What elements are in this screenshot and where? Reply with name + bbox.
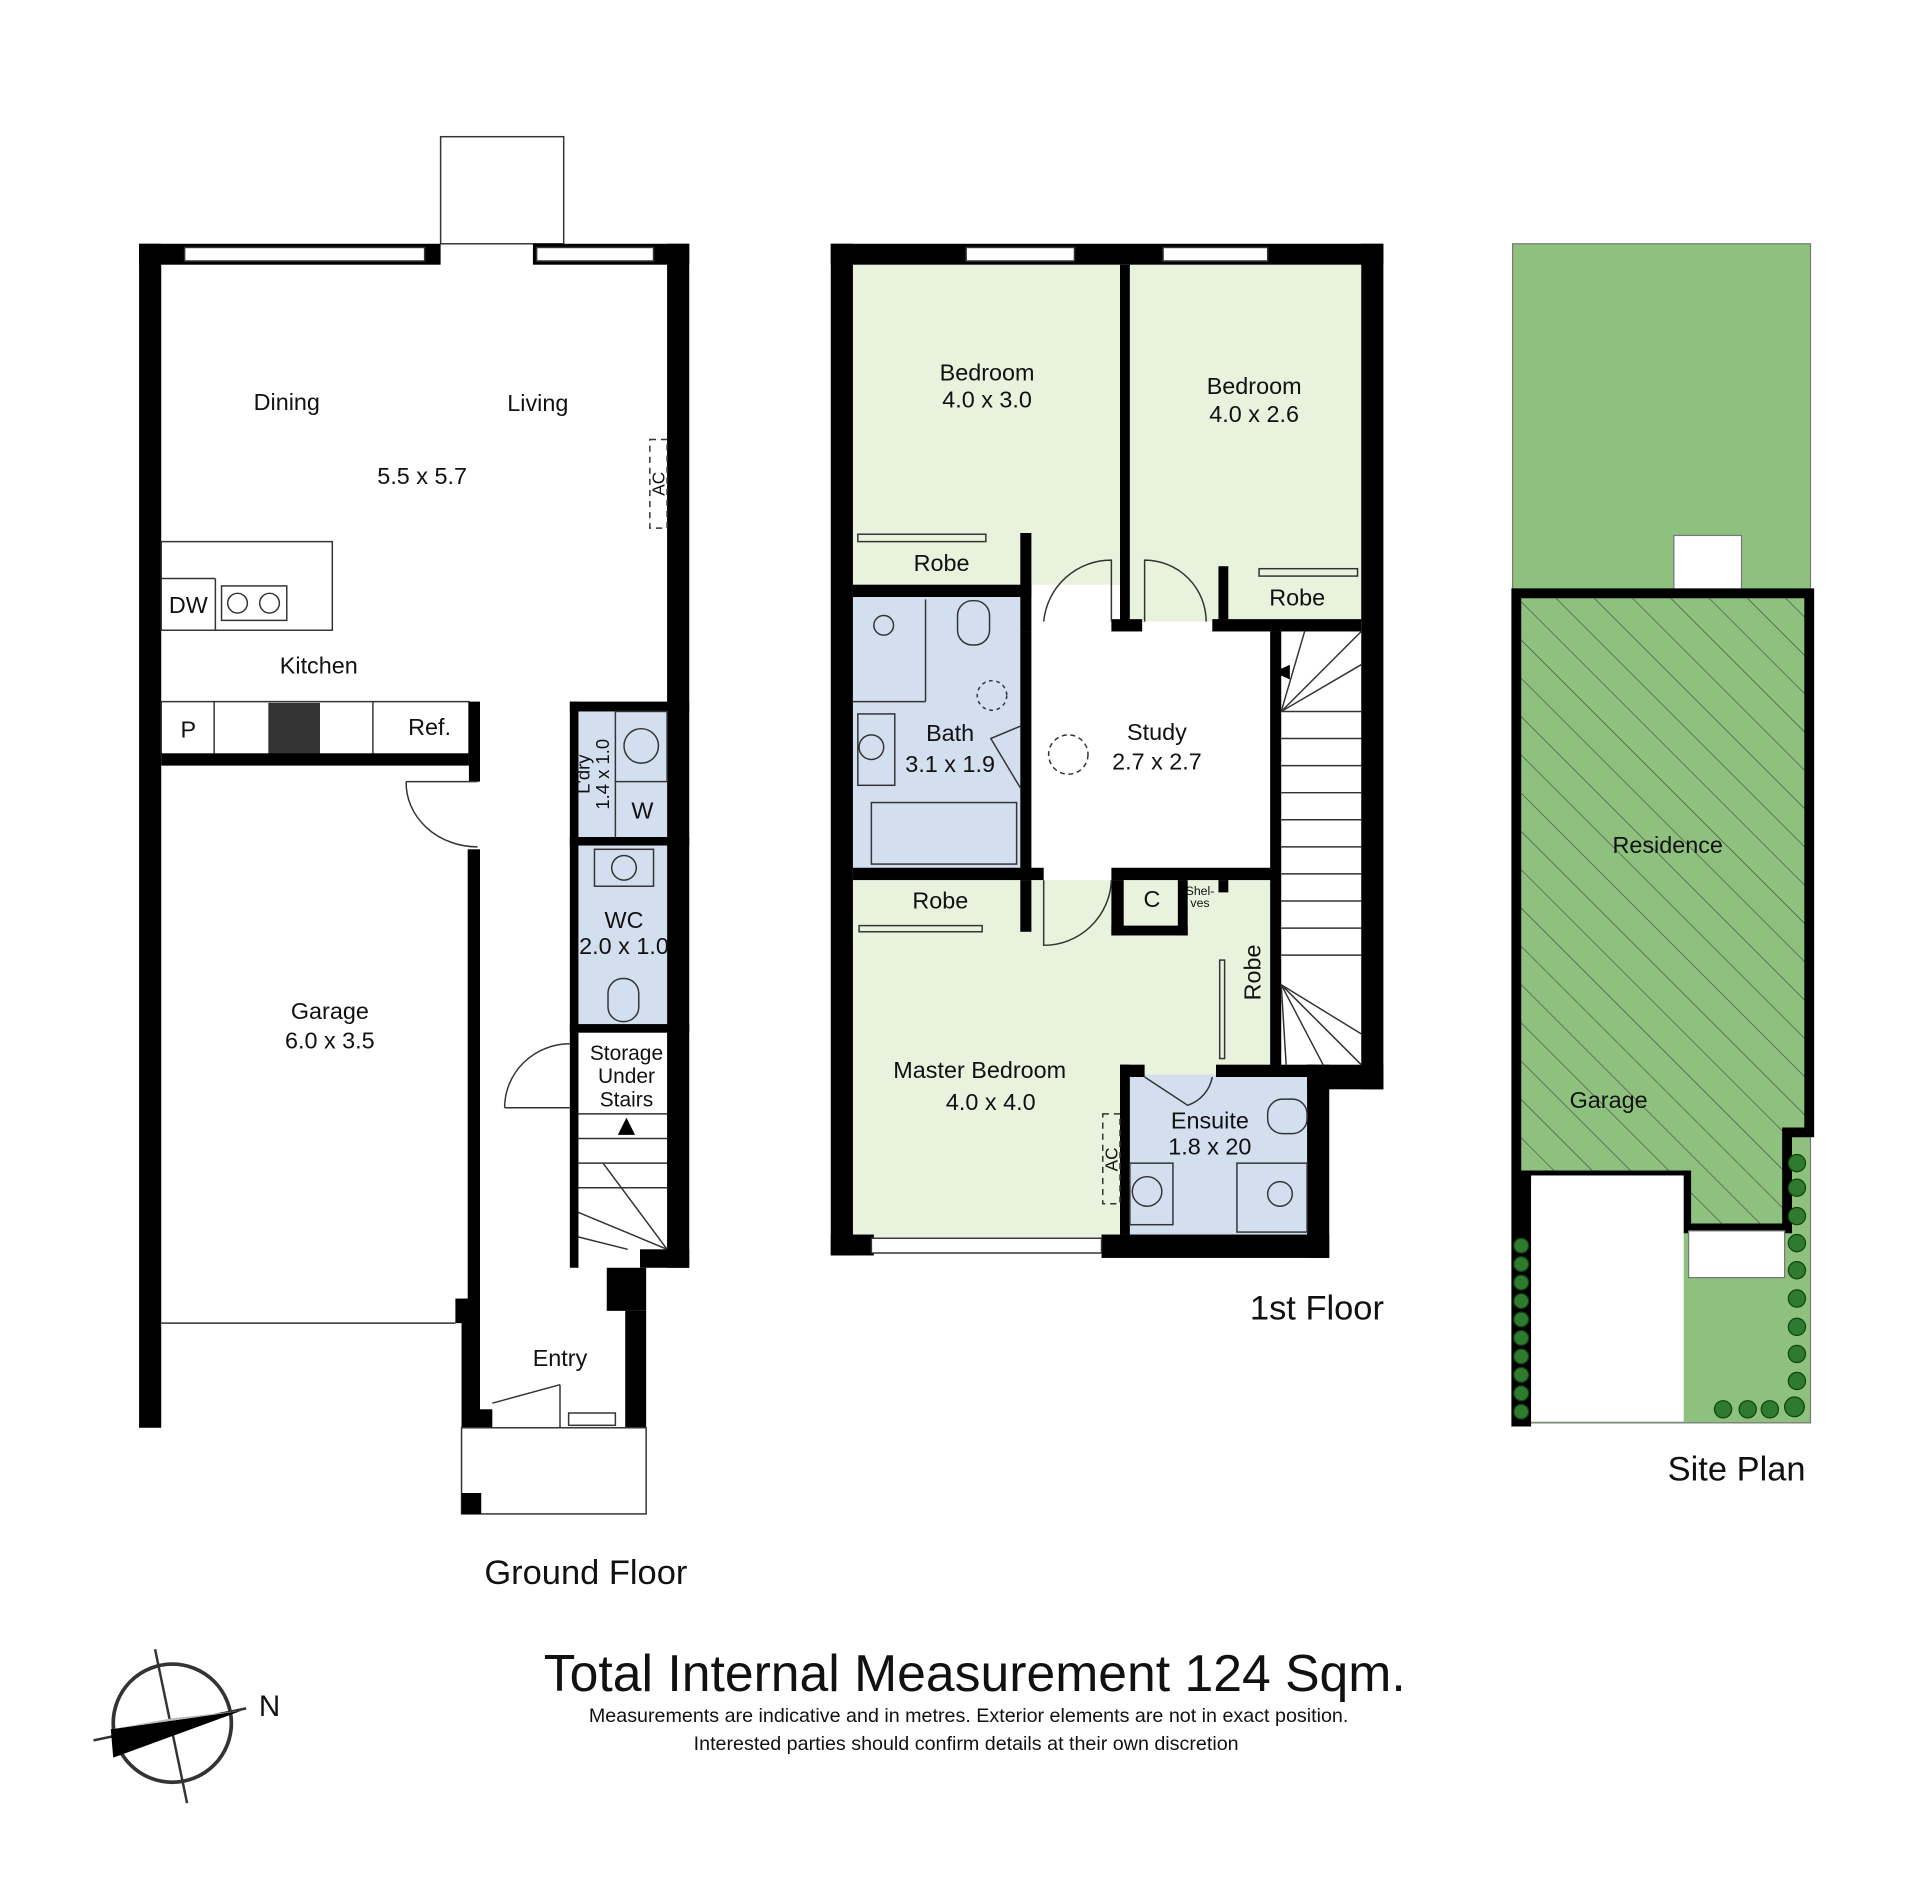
door	[1042, 559, 1113, 622]
north-label: N	[259, 1690, 280, 1723]
kitchen-island	[160, 540, 334, 631]
room-label: Bedroom	[940, 359, 1035, 385]
cupboard-label: C	[1144, 886, 1161, 912]
window	[535, 246, 655, 262]
residence-footprint	[1511, 588, 1815, 1427]
balcony	[439, 135, 565, 245]
room-label: Bath	[926, 720, 974, 746]
room-size: 5.5 x 5.7	[377, 463, 467, 489]
shower-icon	[873, 614, 895, 636]
window	[1162, 246, 1269, 262]
washer-label: W	[631, 798, 653, 824]
room-label: Robe	[1269, 585, 1325, 611]
disclaimer-line-2: Interested parties should confirm detail…	[694, 1733, 1239, 1755]
room-label: Robe	[914, 550, 970, 576]
door	[503, 1043, 570, 1109]
basin-icon	[1131, 1175, 1163, 1207]
cooktop-icon	[268, 702, 320, 755]
room-label: WC	[605, 907, 644, 933]
room-size: 2.7 x 2.7	[1112, 748, 1202, 774]
total-measurement-title: Total Internal Measurement 124 Sqm.	[544, 1644, 1406, 1702]
bathtub-icon	[870, 801, 1018, 865]
room-size: 3.1 x 1.9	[905, 751, 995, 777]
room-size: 6.0 x 3.5	[285, 1028, 375, 1054]
room-label: Kitchen	[280, 652, 358, 678]
room-label: Robe	[912, 887, 968, 913]
window	[965, 246, 1076, 262]
window	[870, 1237, 1103, 1254]
first-floor-plan: Bedroom 4.0 x 3.0 Bedroom 4.0 x 2.6 Robe…	[830, 243, 1384, 1327]
ac-unit	[649, 438, 668, 529]
room-label: L'dry	[573, 754, 594, 794]
room-size: 4.0 x 4.0	[946, 1089, 1036, 1115]
shelves-label: ves	[1190, 896, 1209, 910]
tub-icon	[623, 727, 660, 764]
ground-floor-plan: Dining Living 5.5 x 5.7 AC DW Kitchen P …	[139, 135, 690, 1592]
room-label: Entry	[533, 1345, 588, 1371]
garage-label: Garage	[1570, 1087, 1648, 1113]
room-label: Under	[598, 1065, 655, 1088]
window	[183, 246, 426, 262]
room-label: Stairs	[600, 1089, 653, 1112]
room-label: Storage	[590, 1042, 663, 1065]
hedge	[1513, 1153, 1807, 1420]
disclaimer-line-1: Measurements are indicative and in metre…	[589, 1705, 1348, 1727]
dishwasher-label: DW	[169, 592, 208, 618]
room-size: 1.8 x 20	[1168, 1134, 1251, 1160]
residence-label: Residence	[1612, 832, 1722, 858]
first-floor-caption: 1st Floor	[1250, 1289, 1384, 1327]
site-plan: Residence Garage Site Plan	[1511, 243, 1815, 1489]
room-label: Ensuite	[1171, 1108, 1249, 1134]
shower-icon	[1266, 1180, 1294, 1207]
shelves-label: Shel-	[1186, 884, 1215, 898]
room-label: Dining	[254, 389, 320, 415]
door	[1042, 880, 1113, 947]
entry-door	[492, 1383, 561, 1428]
pantry-label: P	[181, 716, 197, 742]
basin-icon	[858, 734, 885, 761]
ac-label: AC	[649, 472, 669, 496]
room-label: Garage	[291, 998, 369, 1024]
stair-arrow-icon	[1273, 664, 1290, 680]
room-label: Robe	[1239, 944, 1265, 1000]
room-label: Master Bedroom	[893, 1057, 1066, 1083]
site-plan-caption: Site Plan	[1668, 1451, 1806, 1489]
fridge-label: Ref.	[408, 714, 451, 740]
toilet-icon	[956, 599, 991, 646]
stair-arrow-icon	[617, 1117, 636, 1135]
compass-icon: N	[93, 1649, 280, 1804]
room-size: 4.0 x 3.0	[942, 386, 1032, 412]
room-size: 2.0 x 1.0	[579, 933, 669, 959]
room-size: 4.0 x 2.6	[1209, 401, 1299, 427]
room-label: Bedroom	[1207, 373, 1302, 399]
room-label: Study	[1127, 719, 1187, 745]
room-size: 1.4 x 1.0	[592, 739, 613, 810]
door	[1143, 559, 1207, 622]
porch	[460, 1427, 647, 1515]
door	[405, 780, 478, 848]
room-label: Living	[507, 390, 568, 416]
ac-label: AC	[1102, 1148, 1122, 1172]
stairs	[578, 1113, 668, 1251]
ground-floor-caption: Ground Floor	[484, 1554, 687, 1592]
sink-icon	[220, 585, 288, 622]
stairs	[1280, 630, 1362, 1066]
